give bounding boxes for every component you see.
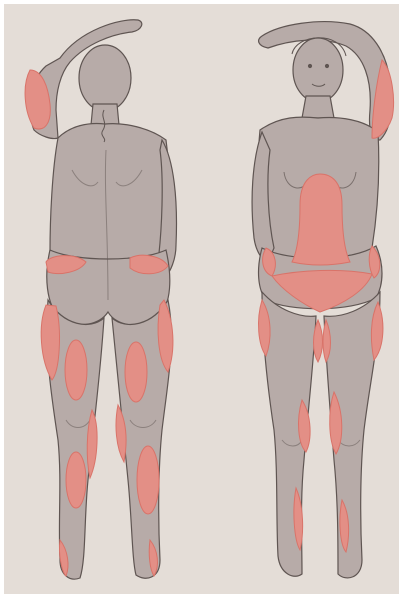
back-zone-calf-left xyxy=(66,452,86,508)
front-eye-left xyxy=(308,64,311,67)
front-eye-right xyxy=(325,64,328,67)
back-head xyxy=(79,45,131,111)
front-head xyxy=(293,38,343,102)
back-torso xyxy=(50,124,170,261)
back-zone-hamstring-left xyxy=(65,340,87,400)
back-neck xyxy=(91,104,119,125)
back-zone-hamstring-right xyxy=(125,342,147,402)
back-zone-calf-right xyxy=(137,446,159,514)
front-neck xyxy=(302,96,334,118)
